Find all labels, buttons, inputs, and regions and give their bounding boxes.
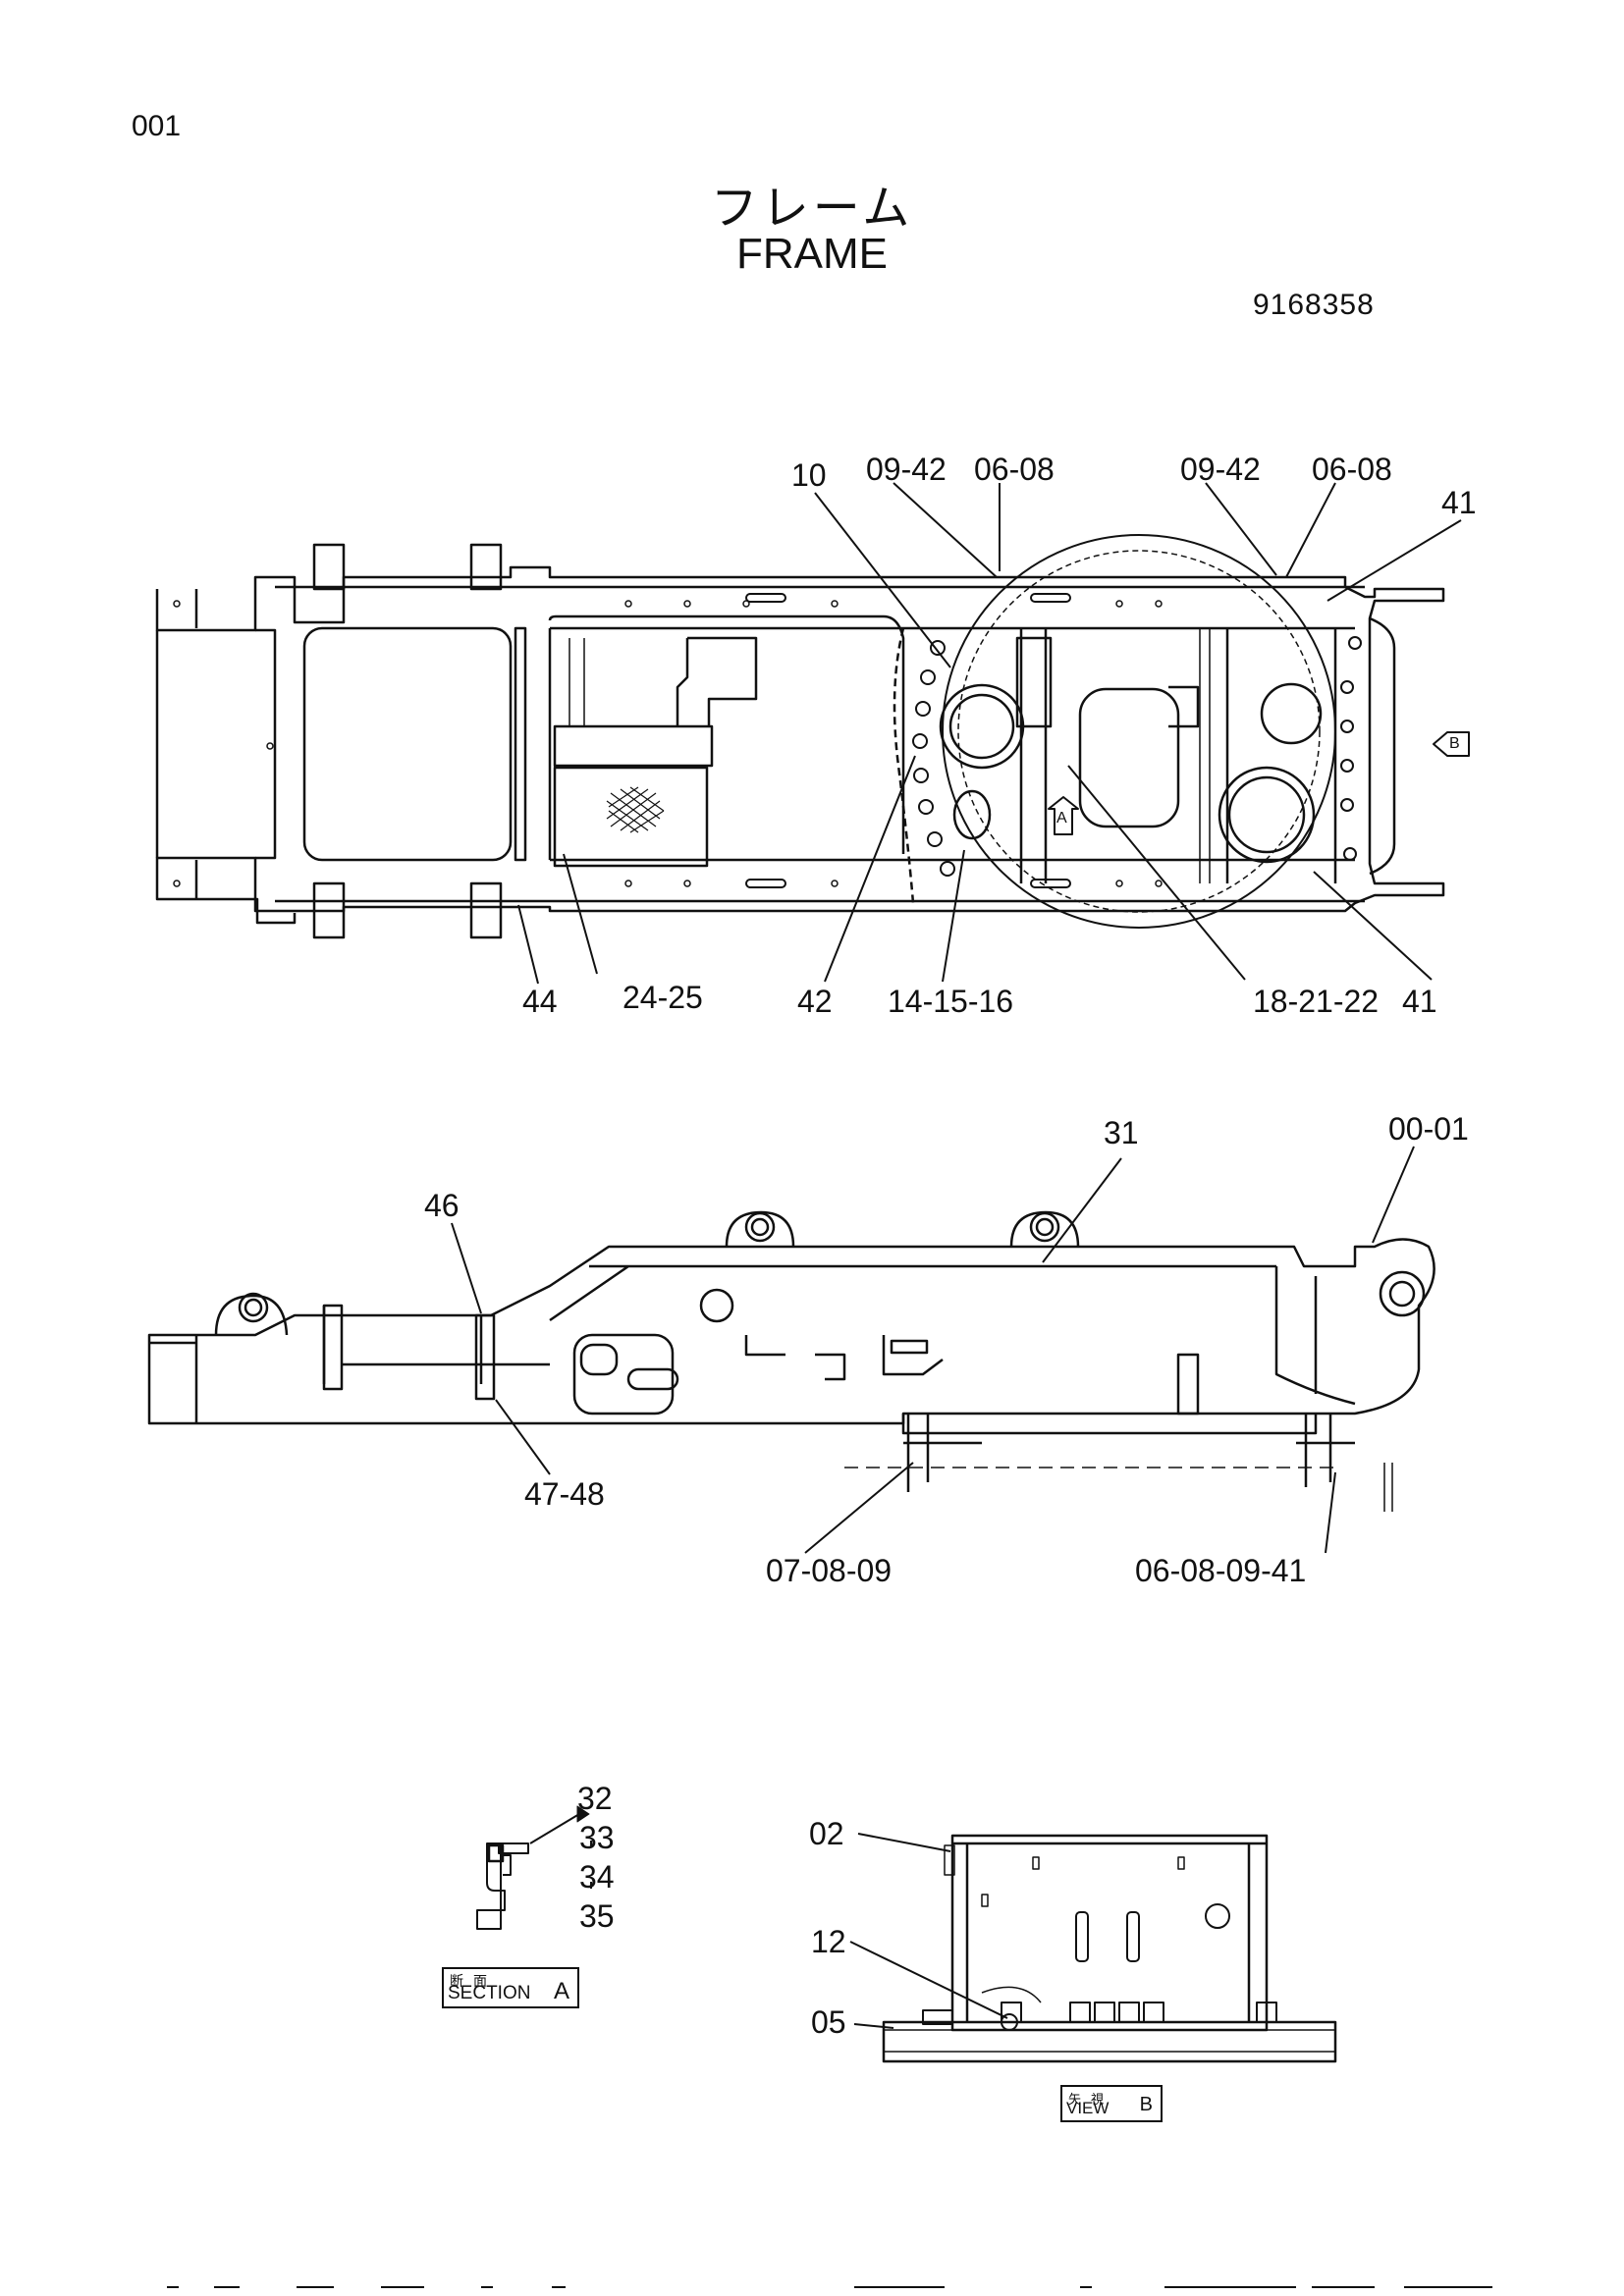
section-a-label-en: SECTION [448, 1983, 531, 2003]
view-b-label: 矢視 VIEW B [1060, 2085, 1163, 2122]
view-b-label-letter: B [1139, 2094, 1153, 2115]
callout-18-21-22: 18-21-22 [1253, 984, 1380, 1019]
view-marker-a: A [1056, 810, 1067, 827]
callout-31: 31 [1104, 1115, 1139, 1150]
section-a-label-letter: A [553, 1978, 569, 2004]
view-b-leaders [849, 1833, 1008, 2029]
callout-09-42-left: 09-42 [866, 452, 947, 487]
callout-33: 33 [579, 1820, 615, 1855]
side-view-leaders [451, 1146, 1415, 1554]
callout-05: 05 [811, 2004, 846, 2040]
callout-06-08-right: 06-08 [1312, 452, 1392, 487]
view-b-label-en: VIEW [1066, 2099, 1110, 2117]
callout-10: 10 [791, 457, 827, 493]
callout-12: 12 [811, 1924, 846, 1959]
page-title: FRAME [736, 230, 888, 278]
callout-46: 46 [424, 1188, 460, 1223]
callout-44: 44 [522, 984, 558, 1019]
view-b-drawing [882, 1834, 1337, 2063]
callout-35: 35 [579, 1898, 615, 1934]
view-marker-b: B [1449, 735, 1460, 752]
callout-34: 34 [579, 1859, 615, 1895]
section-a-label-jp: 断面 [450, 1974, 497, 1990]
callout-24-25: 24-25 [623, 980, 703, 1015]
callout-32: 32 [577, 1781, 613, 1816]
top-view-leaders [517, 482, 1462, 985]
top-view-frame [155, 534, 1470, 939]
section-a-drawing [476, 1805, 590, 1930]
callout-42: 42 [797, 984, 833, 1019]
side-view-frame [147, 1210, 1435, 1512]
page-title-japanese: フレーム [710, 181, 914, 236]
callout-41-top: 41 [1441, 485, 1477, 520]
callout-47-48: 47-48 [524, 1476, 605, 1512]
view-b-label-jp: 矢視 [1068, 2093, 1114, 2108]
callout-06-08-09-41: 06-08-09-41 [1135, 1553, 1307, 1588]
callout-07-08-09: 07-08-09 [766, 1553, 893, 1588]
callout-02: 02 [809, 1816, 844, 1851]
callout-06-08-left: 06-08 [974, 452, 1055, 487]
section-a-label: 断面 SECTION A [442, 1967, 579, 2008]
callout-14-15-16: 14-15-16 [888, 984, 1014, 1019]
part-number: 9168358 [1253, 289, 1375, 321]
callout-09-42-right: 09-42 [1180, 452, 1261, 487]
callout-41-bottom: 41 [1402, 984, 1437, 1019]
page-number: 001 [132, 110, 182, 142]
callout-00-01: 00-01 [1388, 1111, 1469, 1147]
